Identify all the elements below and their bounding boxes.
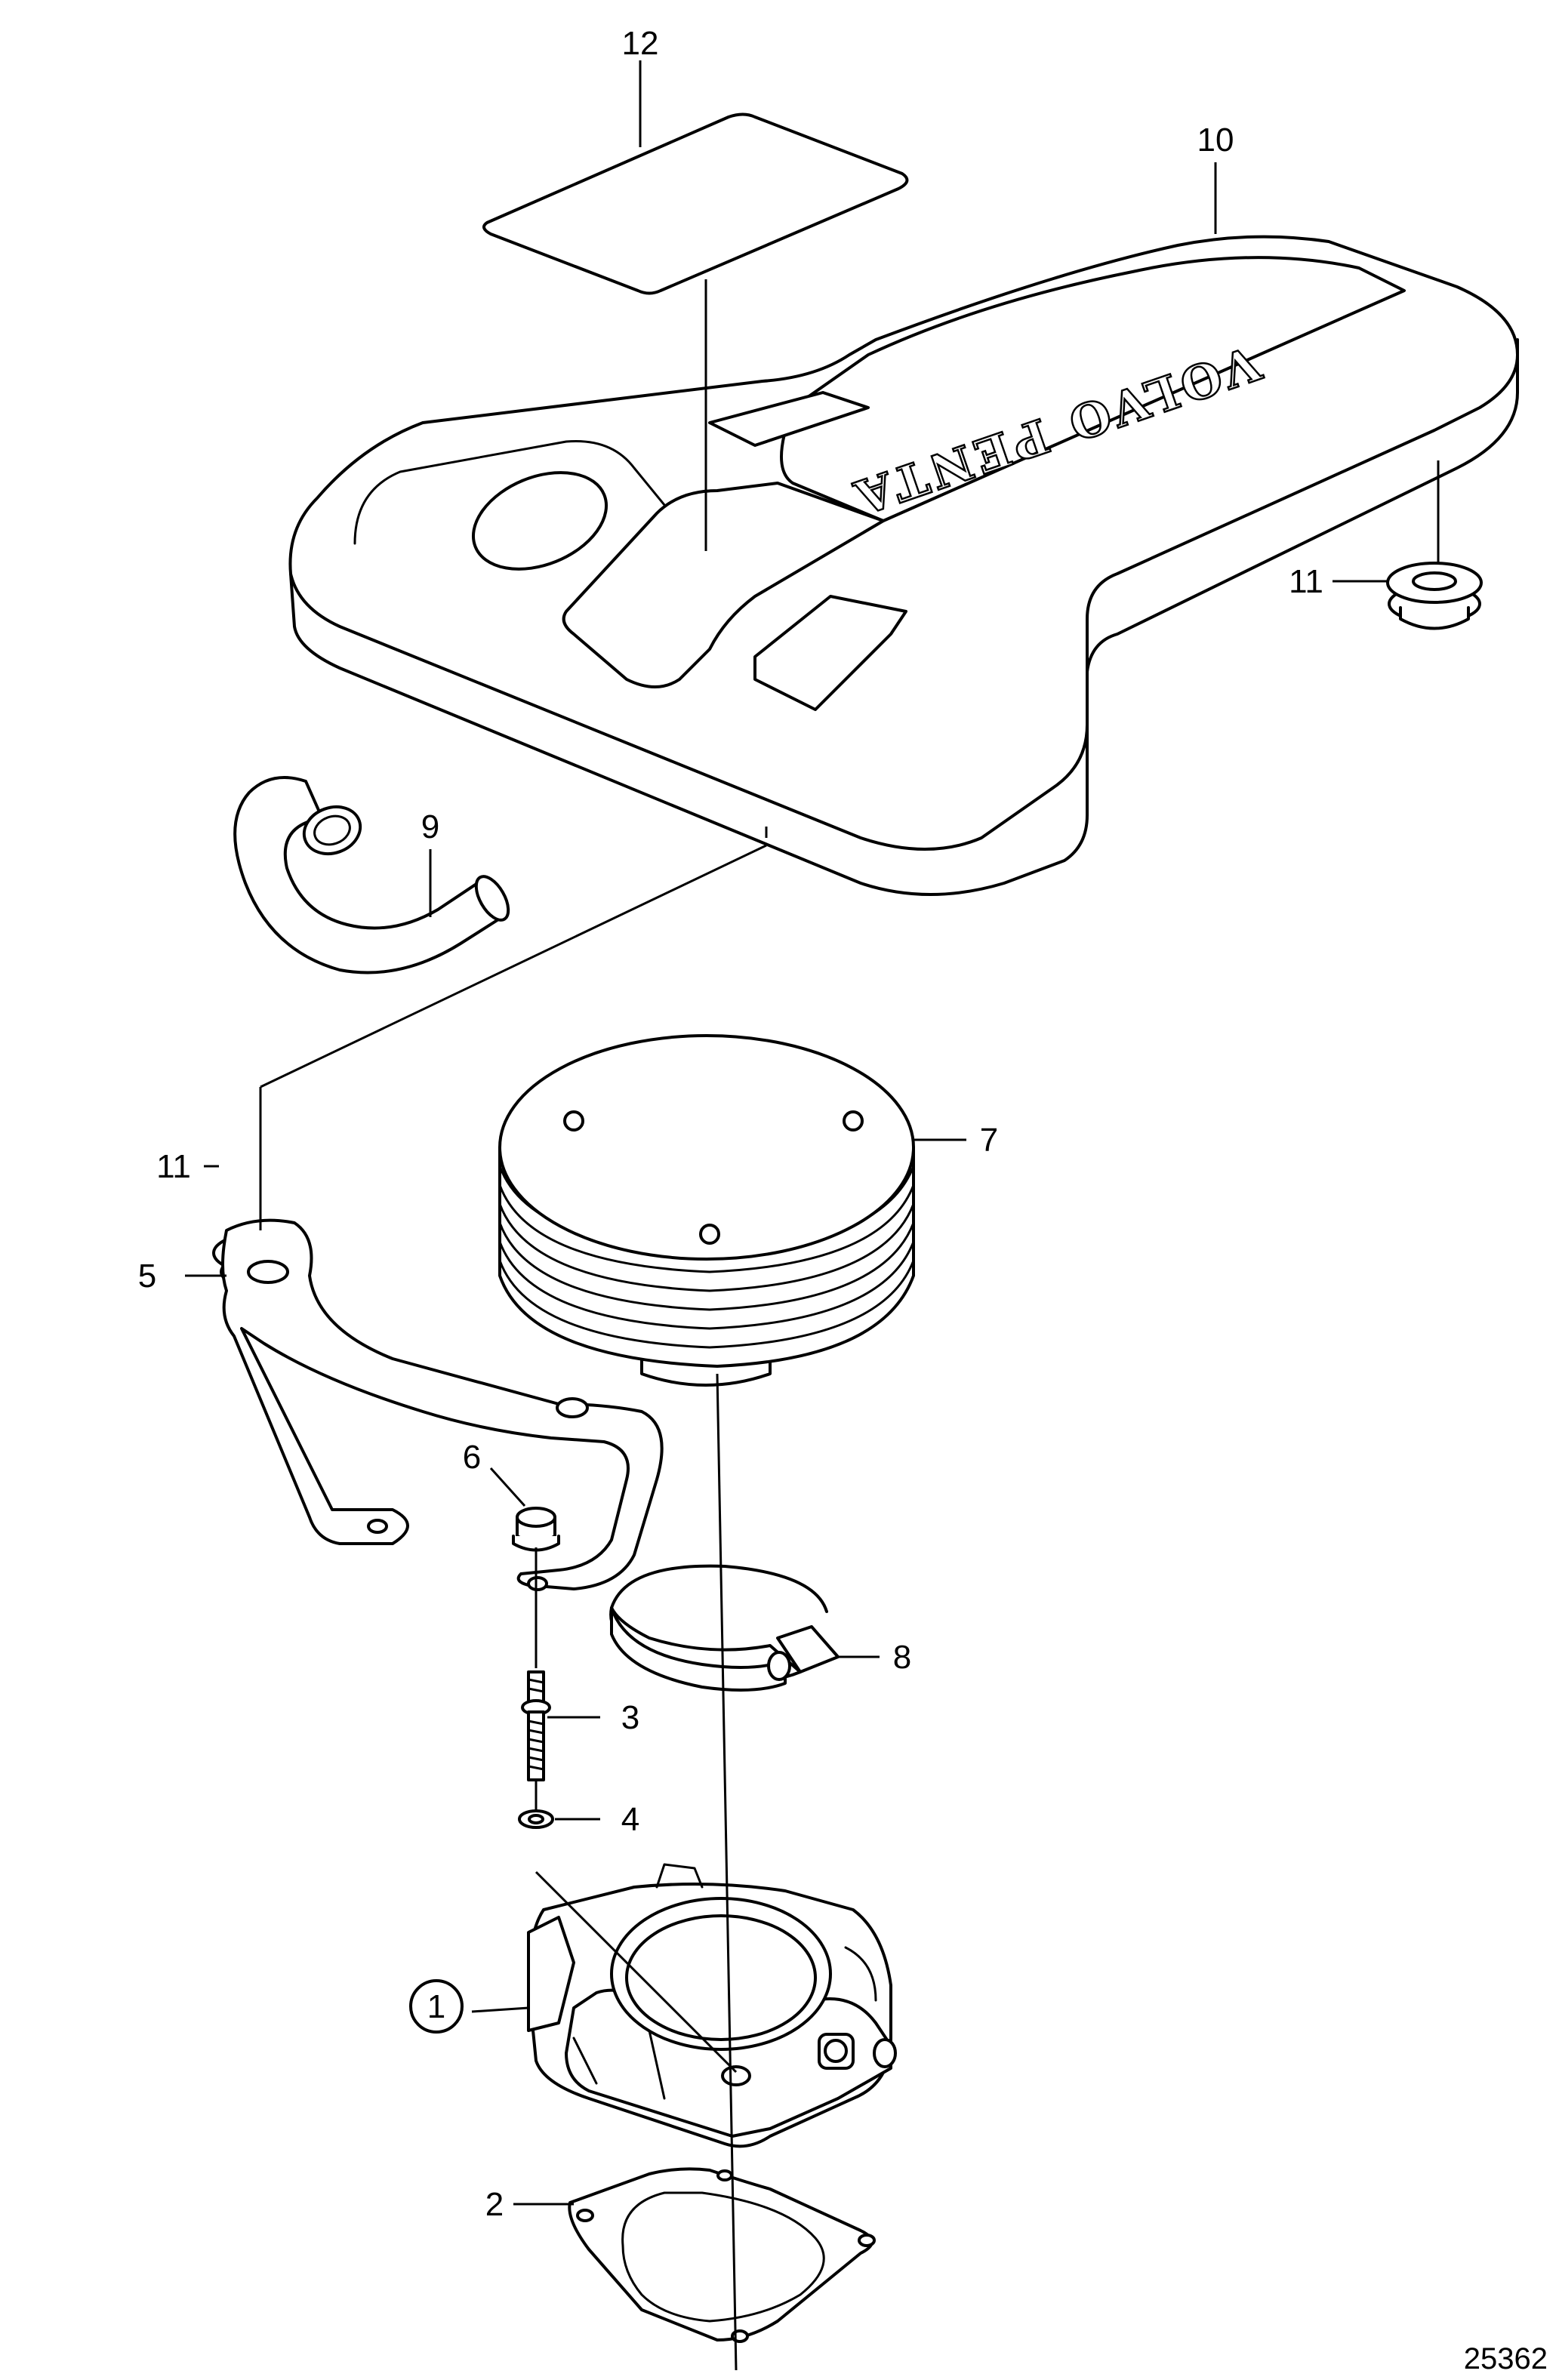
assembly-lines: [259, 279, 1440, 2371]
callout-8: 8: [893, 1639, 911, 1676]
callouts: 1 2 3 4 5 6 7 8 9 10 11 11 12: [138, 25, 1323, 2223]
air-filter: [498, 1034, 915, 1387]
callout-1-circle: [409, 1979, 464, 2034]
figure-number: 25362: [1464, 2342, 1548, 2375]
stud-threads: [527, 1678, 545, 1771]
hose: [233, 776, 510, 974]
callout-7: 7: [980, 1122, 998, 1159]
stud: [521, 1670, 551, 1781]
callout-5: 5: [138, 1258, 156, 1295]
callout-4: 4: [621, 1801, 639, 1838]
nut: [512, 1507, 560, 1552]
callout-10: 10: [1197, 122, 1234, 159]
callout-6: 6: [463, 1439, 481, 1476]
callout-12: 12: [622, 25, 659, 62]
washer: [518, 1809, 554, 1829]
callout-9: 9: [421, 808, 439, 845]
decal: [482, 112, 909, 295]
callout-11-left: 11: [156, 1148, 191, 1185]
callout-3: 3: [621, 1699, 639, 1736]
engine-cover: VOLVO PENTA: [288, 235, 1519, 896]
gasket: [568, 2167, 876, 2343]
callout-1: 1: [427, 1988, 445, 2025]
callout-2: 2: [485, 2186, 504, 2223]
callout-11-right: 11: [1289, 563, 1323, 600]
bracket: [221, 1218, 664, 1591]
throttle-body: [527, 1863, 897, 2148]
callout-leaders: [185, 60, 1389, 2206]
hose-clamp: [609, 1564, 840, 1692]
rubber-grommet-right: [1386, 562, 1483, 630]
